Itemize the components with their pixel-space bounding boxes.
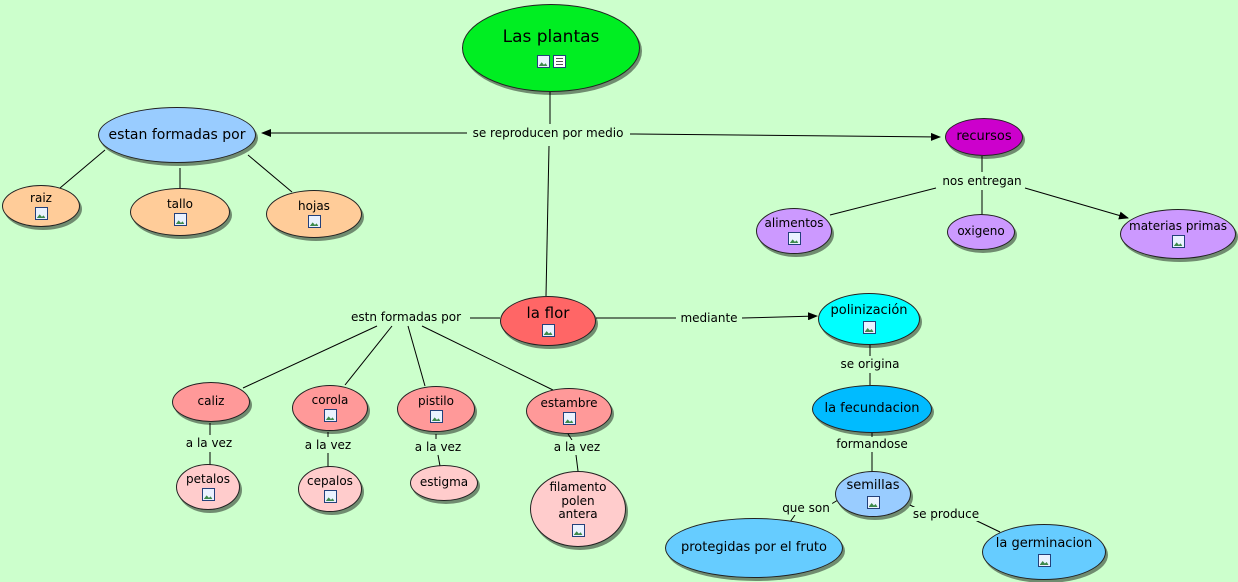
link-label-a-la-vez-corola: a la vez	[302, 438, 354, 452]
link-label-estn-formadas: estn formadas por	[348, 310, 464, 324]
image-icon[interactable]	[562, 412, 576, 426]
node-cepalos[interactable]: cepalos	[298, 466, 362, 512]
node-corola[interactable]: corola	[292, 385, 368, 431]
node-label-polen: polen	[561, 493, 595, 508]
node-hojas[interactable]: hojas	[266, 190, 362, 238]
node-tallo[interactable]: tallo	[130, 188, 230, 236]
link-label-se-origina: se origina	[838, 357, 902, 371]
node-filamento-polen-antera[interactable]: filamento polen antera	[530, 471, 626, 547]
image-icon[interactable]	[429, 410, 443, 424]
image-icon[interactable]	[866, 495, 880, 509]
node-label: estambre	[540, 395, 598, 410]
node-label: tallo	[166, 196, 194, 211]
node-la-fecundacion[interactable]: la fecundacion	[812, 385, 932, 433]
link-label-nos-entregan: nos entregan	[940, 174, 1024, 188]
node-petalos[interactable]: petalos	[176, 464, 240, 510]
node-estambre[interactable]: estambre	[526, 388, 612, 434]
node-semillas[interactable]: semillas	[835, 471, 911, 517]
link-label-formandose: formandose	[834, 437, 910, 451]
image-icon[interactable]	[173, 213, 187, 227]
node-estigma[interactable]: estigma	[410, 465, 478, 501]
node-label: pistilo	[418, 393, 454, 408]
node-label: semillas	[846, 478, 900, 494]
image-icon[interactable]	[862, 320, 876, 334]
node-label: alimentos	[764, 215, 824, 230]
node-label: la germinacion	[995, 536, 1093, 552]
link-label-a-la-vez-pistilo: a la vez	[412, 440, 464, 454]
node-la-germinacion[interactable]: la germinacion	[982, 524, 1106, 580]
image-icon[interactable]	[787, 232, 801, 246]
image-icon[interactable]	[1171, 235, 1185, 249]
image-icon[interactable]	[541, 324, 555, 338]
node-raiz[interactable]: raiz	[2, 185, 80, 227]
link-label-a-la-vez-caliz: a la vez	[183, 436, 235, 450]
link-label-se-produce: se produce	[910, 507, 982, 521]
document-icon[interactable]	[552, 55, 566, 69]
image-icon[interactable]	[536, 55, 550, 69]
image-icon[interactable]	[571, 524, 585, 538]
node-oxigeno[interactable]: oxigeno	[947, 214, 1015, 250]
node-label: recursos	[956, 128, 1012, 144]
image-icon[interactable]	[34, 207, 48, 221]
node-las-plantas[interactable]: Las plantas	[462, 4, 640, 92]
link-label-mediante: mediante	[678, 311, 740, 325]
node-label: corola	[311, 392, 349, 407]
link-label-se-reproducen: se reproducen por medio	[470, 126, 626, 140]
node-label: estan formadas por	[108, 126, 246, 143]
node-label-antera: antera	[558, 507, 598, 522]
node-label: polinización	[830, 303, 908, 319]
node-label: caliz	[197, 394, 225, 409]
node-label: petalos	[186, 471, 230, 486]
image-icon[interactable]	[201, 488, 215, 502]
node-label: oxigeno	[957, 224, 1005, 239]
node-polinizacion[interactable]: polinización	[818, 293, 920, 345]
node-label: materias primas	[1129, 218, 1227, 233]
node-caliz[interactable]: caliz	[172, 382, 250, 422]
node-label: protegidas por el fruto	[681, 539, 827, 555]
node-label: la flor	[526, 303, 570, 322]
node-label-filamento: filamento	[549, 479, 607, 494]
node-alimentos[interactable]: alimentos	[756, 208, 832, 254]
node-label: hojas	[298, 198, 330, 213]
image-icon[interactable]	[307, 215, 321, 229]
node-label: cepalos	[307, 473, 353, 488]
node-materias-primas[interactable]: materias primas	[1120, 209, 1236, 259]
image-icon[interactable]	[323, 490, 337, 504]
link-label-a-la-vez-estambre: a la vez	[551, 440, 603, 454]
node-pistilo[interactable]: pistilo	[397, 386, 475, 432]
node-label: la fecundacion	[824, 400, 920, 416]
image-icon[interactable]	[1037, 553, 1051, 567]
image-icon[interactable]	[323, 409, 337, 423]
node-label: raiz	[30, 190, 52, 205]
node-protegidas-por-el-fruto[interactable]: protegidas por el fruto	[665, 518, 843, 578]
node-label: Las plantas	[502, 26, 600, 47]
node-recursos[interactable]: recursos	[945, 118, 1023, 156]
node-label: estigma	[419, 475, 469, 490]
link-label-que-son: que son	[780, 501, 832, 515]
node-estan-formadas-por[interactable]: estan formadas por	[98, 107, 256, 163]
node-la-flor[interactable]: la flor	[500, 296, 596, 346]
